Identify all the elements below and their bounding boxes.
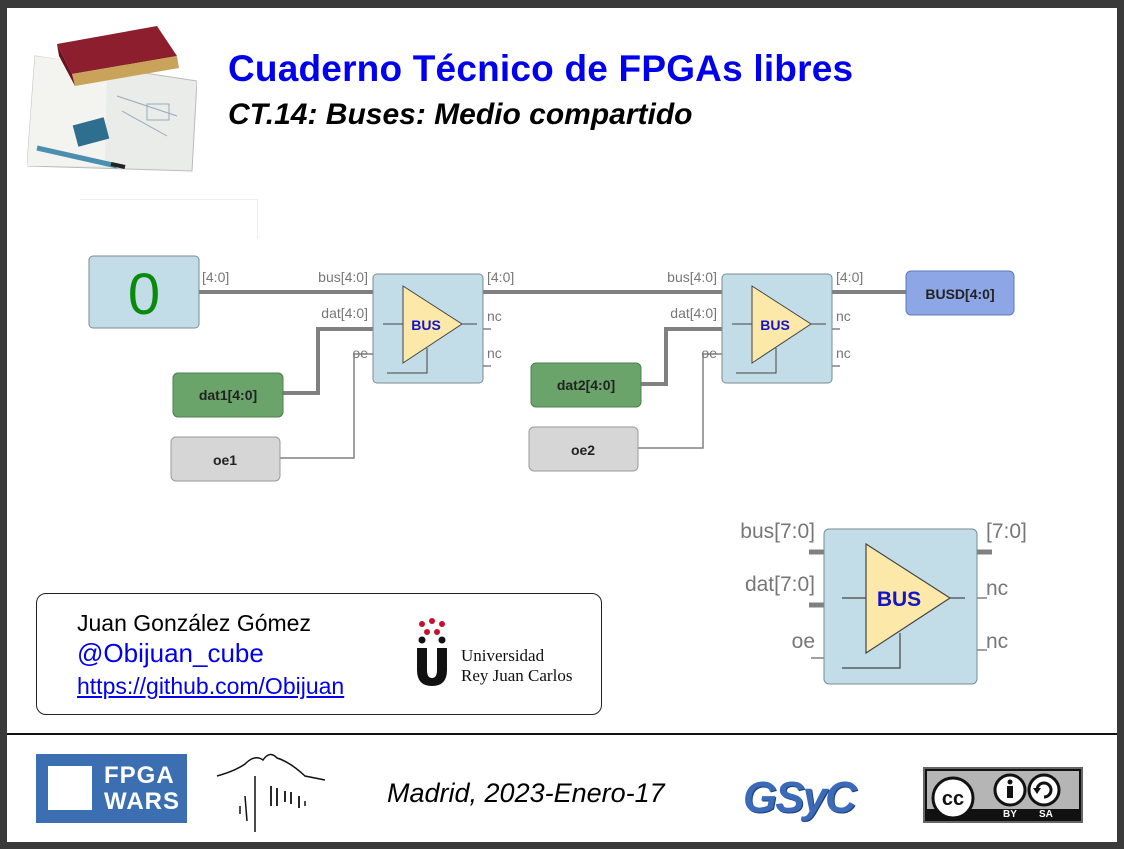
page-subtitle: CT.14: Buses: Medio compartido — [228, 98, 693, 131]
oe1-input[interactable] — [170, 436, 281, 482]
big-oe-in-label: oe — [792, 630, 815, 653]
bus2-in-label: bus[4:0] — [667, 269, 717, 285]
dat2-wire — [641, 327, 722, 386]
cc-sa-label: SA — [1039, 809, 1053, 820]
fpga-wars-square-icon — [48, 766, 92, 810]
big-out-label: [7:0] — [986, 520, 1027, 543]
big-bus-label: BUS — [877, 588, 921, 611]
wire-label-const: [4:0] — [202, 269, 229, 285]
bus1-nc2: nc — [487, 345, 502, 361]
fpga-wars-line-2: WARS — [104, 788, 180, 815]
blank-panel — [80, 199, 258, 239]
bus2-dat-label: dat[4:0] — [670, 305, 717, 321]
busd-label: BUSD[4:0] — [925, 286, 994, 302]
bus2-nc2: nc — [836, 345, 851, 361]
bus1-dat-label: dat[4:0] — [321, 305, 368, 321]
castle-sketch-icon — [216, 753, 326, 832]
big-nc1-label: nc — [986, 577, 1008, 600]
fpga-wars-logo: FPGA WARS — [36, 754, 187, 823]
university-line-1: Universidad — [461, 646, 545, 665]
cc-by-sa-icon: cc — [931, 773, 1061, 820]
urjc-logo-icon — [417, 618, 447, 686]
const-value: 0 — [128, 262, 160, 327]
big-bus-in-label: bus[7:0] — [740, 520, 815, 543]
bus2-out-label: [4:0] — [836, 269, 863, 285]
footer-date: Madrid, 2023-Enero-17 — [387, 778, 665, 808]
bus-block-1-label: BUS — [411, 317, 441, 333]
author-box: Juan González Gómez @Obijuan_cube https:… — [36, 593, 602, 715]
author-handle[interactable]: @Obijuan_cube — [77, 638, 264, 668]
university-line-2: Rey Juan Carlos — [461, 666, 573, 685]
bus1-nc1: nc — [487, 308, 502, 324]
book-illustration — [27, 26, 197, 172]
footer-divider — [7, 733, 1117, 735]
bus2-nc1: nc — [836, 308, 851, 324]
slide: Cuaderno Técnico de FPGAs libres CT.14: … — [7, 8, 1117, 842]
bus1-oe-label: oe — [352, 345, 368, 361]
page-title: Cuaderno Técnico de FPGAs libres — [228, 48, 854, 89]
fpga-wars-line-1: FPGA — [104, 762, 175, 789]
bus2-oe-label: oe — [701, 345, 717, 361]
oe2-wire — [638, 353, 722, 449]
university-name: Universidad Rey Juan Carlos — [461, 646, 572, 686]
dat2-label: dat2[4:0] — [557, 377, 615, 393]
big-dat-in-label: dat[7:0] — [745, 573, 815, 596]
dat1-input[interactable] — [172, 372, 284, 418]
big-nc2-label: nc — [986, 630, 1008, 653]
gsyc-logo: GSyC — [743, 773, 857, 822]
bus1-in-label: bus[4:0] — [318, 269, 368, 285]
circuit-diagram: 0 BUS BUS dat1[4:0] oe1 dat2[4:0] oe2 BU… — [88, 255, 1027, 685]
oe1-label: oe1 — [213, 452, 237, 468]
cc-license-badge: cc BY SA — [923, 767, 1083, 823]
oe2-label: oe2 — [571, 442, 595, 458]
dat2-input[interactable] — [530, 362, 642, 408]
svg-text:cc: cc — [942, 788, 964, 810]
busd-output[interactable] — [905, 270, 1015, 316]
author-name: Juan González Gómez — [77, 610, 311, 636]
dat1-label: dat1[4:0] — [199, 387, 257, 403]
bus-block-2-label: BUS — [760, 317, 790, 333]
dat1-wire — [283, 327, 373, 395]
const-block[interactable] — [88, 255, 200, 329]
oe1-wire — [280, 353, 373, 459]
oe2-input[interactable] — [528, 426, 639, 472]
cc-by-label: BY — [1003, 809, 1017, 820]
author-github-link[interactable]: https://github.com/Obijuan — [77, 673, 345, 699]
bus1-out-label: [4:0] — [487, 269, 514, 285]
